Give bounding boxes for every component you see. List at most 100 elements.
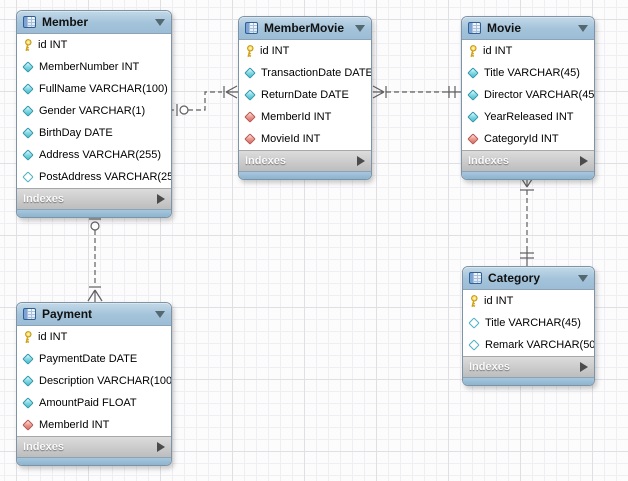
column-row[interactable]: PaymentDate DATE (17, 348, 171, 370)
column-text: PaymentDate DATE (39, 353, 138, 365)
column-text: id INT (484, 295, 514, 307)
table-icon (468, 22, 481, 34)
collapse-arrow-icon[interactable] (155, 310, 165, 318)
column-row[interactable]: MemberId INT (17, 414, 171, 436)
column-row[interactable]: YearReleased INT (462, 106, 594, 128)
fk-column-icon (244, 111, 256, 123)
table-membermovie[interactable]: MemberMovie id INT TransactionDate DATE Re… (238, 16, 372, 180)
column-nullable-icon (468, 339, 480, 351)
column-text: Address VARCHAR(255) (39, 149, 162, 161)
column-text: MemberId INT (39, 419, 110, 431)
collapse-arrow-icon[interactable] (578, 24, 588, 32)
column-text: Gender VARCHAR(1) (39, 105, 146, 117)
column-notnull-icon (244, 67, 256, 79)
column-row[interactable]: id INT (462, 40, 594, 62)
column-row[interactable]: MemberId INT (239, 106, 371, 128)
column-notnull-icon (467, 67, 479, 79)
table-category[interactable]: Category id INT Title VARCHAR(45) Remark V… (462, 266, 595, 386)
collapse-arrow-icon[interactable] (578, 274, 588, 282)
table-header[interactable]: MemberMovie (239, 17, 371, 40)
column-notnull-icon (244, 89, 256, 101)
column-nullable-icon (22, 171, 34, 183)
table-header[interactable]: Category (463, 267, 594, 290)
column-row[interactable]: Title VARCHAR(45) (462, 62, 594, 84)
column-row[interactable]: MovieId INT (239, 128, 371, 150)
column-row[interactable]: FullName VARCHAR(100) (17, 78, 171, 100)
column-text: AmountPaid FLOAT (39, 397, 137, 409)
column-notnull-icon (467, 89, 479, 101)
indexes-label: Indexes (468, 155, 509, 167)
table-title: Movie (487, 21, 522, 35)
column-row[interactable]: Remark VARCHAR(500) (463, 334, 594, 356)
column-row[interactable]: MemberNumber INT (17, 56, 171, 78)
column-notnull-icon (467, 111, 479, 123)
column-row[interactable]: Title VARCHAR(45) (463, 312, 594, 334)
column-row[interactable]: id INT (239, 40, 371, 62)
column-text: BirthDay DATE (39, 127, 113, 139)
relationship-movie-category[interactable] (519, 175, 535, 266)
relationship-member-payment[interactable] (87, 213, 103, 302)
indexes-row[interactable]: Indexes (17, 436, 171, 457)
column-row[interactable]: Gender VARCHAR(1) (17, 100, 171, 122)
expand-arrow-icon[interactable] (157, 442, 165, 452)
collapse-arrow-icon[interactable] (155, 18, 165, 26)
expand-arrow-icon[interactable] (357, 156, 365, 166)
column-row[interactable]: ReturnDate DATE (239, 84, 371, 106)
table-header[interactable]: Movie (462, 17, 594, 40)
table-payment[interactable]: Payment id INT PaymentDate DATE Descriptio… (16, 302, 172, 466)
column-row[interactable]: id INT (17, 326, 171, 348)
indexes-row[interactable]: Indexes (17, 188, 171, 209)
column-row[interactable]: id INT (463, 290, 594, 312)
table-footer (17, 209, 171, 217)
column-row[interactable]: Address VARCHAR(255) (17, 144, 171, 166)
table-title: Category (488, 271, 541, 285)
indexes-row[interactable]: Indexes (239, 150, 371, 171)
column-row[interactable]: BirthDay DATE (17, 122, 171, 144)
column-text: id INT (38, 331, 68, 343)
column-text: YearReleased INT (484, 111, 574, 123)
column-row[interactable]: AmountPaid FLOAT (17, 392, 171, 414)
column-row[interactable]: id INT (17, 34, 171, 56)
table-footer (463, 377, 594, 385)
table-footer (17, 457, 171, 465)
table-title: Payment (42, 307, 93, 321)
indexes-row[interactable]: Indexes (463, 356, 594, 377)
relationship-membermovie-movie[interactable] (372, 85, 461, 99)
column-row[interactable]: Director VARCHAR(45) (462, 84, 594, 106)
column-nullable-icon (468, 317, 480, 329)
table-header[interactable]: Member (17, 11, 171, 34)
table-footer (462, 171, 594, 179)
indexes-label: Indexes (469, 361, 510, 373)
expand-arrow-icon[interactable] (580, 156, 588, 166)
column-row[interactable]: TransactionDate DATE (239, 62, 371, 84)
collapse-arrow-icon[interactable] (355, 24, 365, 32)
column-notnull-icon (22, 397, 34, 409)
indexes-row[interactable]: Indexes (462, 150, 594, 171)
indexes-label: Indexes (245, 155, 286, 167)
table-movie[interactable]: Movie id INT Title VARCHAR(45)Director VA… (461, 16, 595, 180)
indexes-label: Indexes (23, 193, 64, 205)
key-icon (467, 293, 481, 308)
column-text: TransactionDate DATE (261, 67, 371, 79)
relationship-member-membermovie[interactable] (172, 85, 238, 116)
table-icon (469, 272, 482, 284)
expand-arrow-icon[interactable] (157, 194, 165, 204)
column-text: Remark VARCHAR(500) (485, 339, 594, 351)
column-row[interactable]: PostAddress VARCHAR(255) (17, 166, 171, 188)
column-row[interactable]: Description VARCHAR(100) (17, 370, 171, 392)
expand-arrow-icon[interactable] (580, 362, 588, 372)
column-text: MovieId INT (261, 133, 321, 145)
table-title: Member (42, 15, 89, 29)
fk-column-icon (22, 419, 34, 431)
table-icon (23, 308, 36, 320)
column-row[interactable]: CategoryId INT (462, 128, 594, 150)
column-notnull-icon (22, 61, 34, 73)
column-notnull-icon (22, 353, 34, 365)
column-notnull-icon (22, 375, 34, 387)
table-header[interactable]: Payment (17, 303, 171, 326)
column-text: id INT (483, 45, 513, 57)
column-notnull-icon (22, 127, 34, 139)
